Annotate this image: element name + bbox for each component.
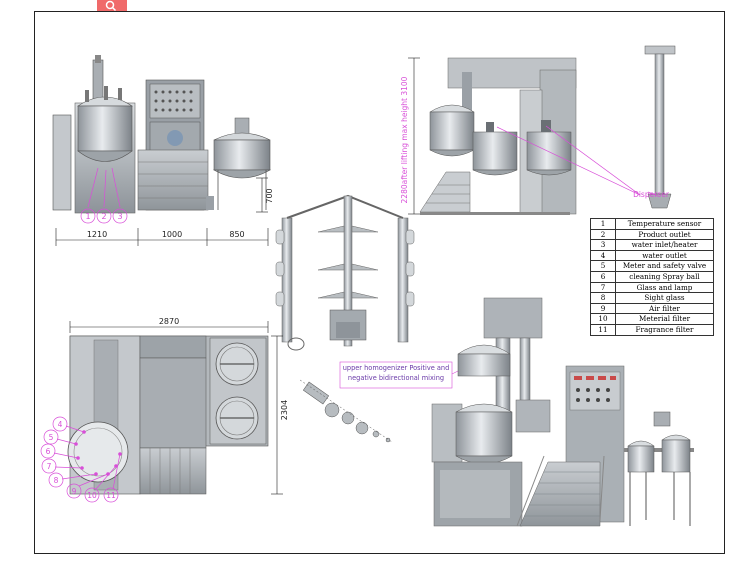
side-dim-height: 2280after lifting max height 3100 (400, 76, 409, 203)
spec-number: 5 (590, 260, 616, 272)
callout-text-2: 2 (101, 212, 106, 221)
spec-name: Temperature sensor (615, 218, 714, 230)
callout-text-10: 10 (87, 491, 97, 500)
spec-name: cleaning Spray ball (615, 270, 714, 283)
spec-name: Meter and safety valve (615, 260, 714, 272)
spec-name: Glass and lamp (615, 281, 714, 294)
spec-number: 4 (590, 249, 616, 262)
front-dim-2: 1000 (162, 230, 182, 239)
callout-text-9: 9 (72, 487, 77, 496)
mixer-label: upper homogenizer Positive and negative … (342, 364, 450, 382)
top-dim-width: 2870 (159, 317, 179, 326)
callout-text-1: 1 (85, 212, 90, 221)
callout-1 (80, 208, 96, 224)
side-view: Disperser 2280after lifting max height 3… (400, 45, 676, 215)
callout-text-5: 5 (49, 433, 54, 442)
spec-number: 9 (590, 302, 616, 315)
mixer-detail: upper homogenizer Positive and negative … (275, 194, 481, 443)
spec-name: Meterial filter (615, 313, 714, 325)
spec-name: water outlet (615, 249, 714, 262)
callout-text-3: 3 (117, 212, 122, 221)
spec-name: Product outlet (615, 228, 714, 241)
top-view: 4 5 6 7 8 9 10 11 2870 2304 (40, 317, 289, 503)
spec-name: Sight glass (615, 292, 714, 304)
callout-text-6: 6 (46, 447, 51, 456)
disperser-label: Disperser (633, 190, 670, 199)
front-dim-1: 1210 (87, 230, 107, 239)
spec-number: 1 (590, 218, 616, 230)
spec-number: 7 (590, 281, 616, 294)
callout-text-7: 7 (47, 462, 52, 471)
search-icon (105, 0, 117, 12)
callout-2 (96, 208, 112, 224)
spec-number: 11 (590, 323, 616, 336)
front-dim-3: 850 (229, 230, 244, 239)
search-tab[interactable] (97, 0, 127, 13)
spec-number: 8 (590, 292, 616, 304)
spec-name: water inlet/heater (615, 239, 714, 251)
front-dim-height: 700 (265, 188, 274, 203)
callout-text-8: 8 (54, 476, 59, 485)
spec-number: 10 (590, 313, 616, 325)
machine-render (431, 297, 694, 527)
top-dim-depth: 2304 (280, 400, 289, 420)
callout-text-11: 11 (106, 491, 116, 500)
spec-name: Air filter (615, 302, 714, 315)
spec-number: 6 (590, 270, 616, 283)
spec-number: 2 (590, 228, 616, 241)
front-view: 1 2 3 1210 1000 850 700 (52, 55, 274, 246)
spec-number: 3 (590, 239, 616, 251)
callout-text-4: 4 (58, 420, 63, 429)
callout-3 (112, 208, 128, 224)
spec-name: Fragrance filter (615, 323, 714, 336)
